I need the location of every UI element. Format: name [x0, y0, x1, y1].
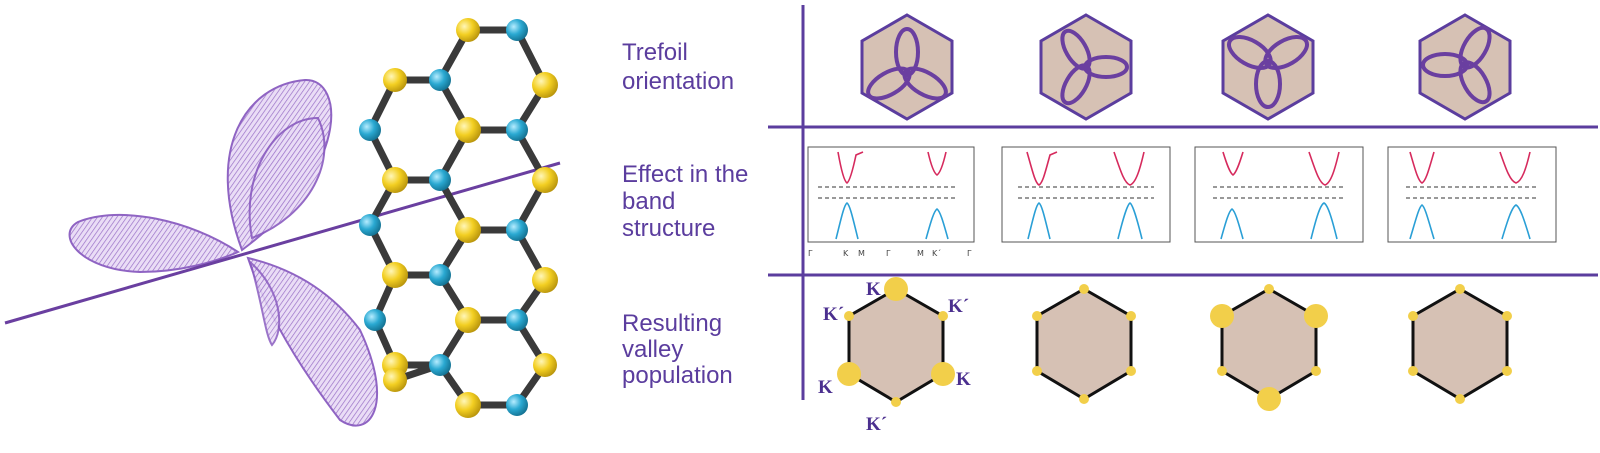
lattice-atoms: [359, 18, 558, 418]
trefoil-hexagon-3: [1221, 13, 1315, 121]
row-label-valley: Resulting valley population: [622, 310, 733, 389]
valley-hexagon-3: [1210, 284, 1328, 411]
row-label-trefoil: Trefoil orientation: [622, 39, 734, 95]
svg-text:M: M: [917, 249, 924, 258]
trefoil-hexagon-4: [1418, 13, 1512, 121]
trefoil-hexagon-2: [1039, 13, 1133, 121]
valley-label-upper-right: K´: [948, 296, 969, 317]
svg-text:Γ: Γ: [808, 249, 813, 258]
valley-label-lower-right: K: [956, 369, 971, 390]
band-panel-3: [1194, 146, 1364, 243]
trefoil-illustration: [4, 18, 561, 427]
table-grid: [768, 5, 1598, 400]
valley-label-lower-left: K: [818, 377, 833, 398]
band-panel-1: [807, 146, 975, 243]
svg-text:Γ: Γ: [886, 249, 891, 258]
valley-hexagon-1: K K´ K´ K K K´: [818, 277, 971, 435]
svg-text:Γ: Γ: [967, 249, 972, 258]
valley-label-bottom: K´: [866, 414, 887, 435]
row-label-band: Effect in the band structure: [622, 161, 755, 242]
band-panel-4: [1387, 146, 1557, 243]
trefoil-lobes: [68, 78, 378, 427]
trefoil-hexagon-1: [860, 13, 954, 121]
band-axis-ticks: Γ K M Γ M K´ Γ: [808, 248, 972, 258]
svg-text:M: M: [858, 249, 865, 258]
band-panel-2: [1001, 146, 1171, 243]
valley-hexagon-2: [1032, 284, 1136, 404]
svg-text:K: K: [843, 249, 849, 258]
svg-text:K´: K´: [932, 248, 941, 258]
valley-label-top: K: [866, 279, 881, 300]
axis-line: [4, 161, 561, 325]
lattice: [359, 18, 558, 418]
valley-hexagon-4: [1408, 284, 1512, 404]
valley-label-upper-left: K´: [823, 304, 844, 325]
